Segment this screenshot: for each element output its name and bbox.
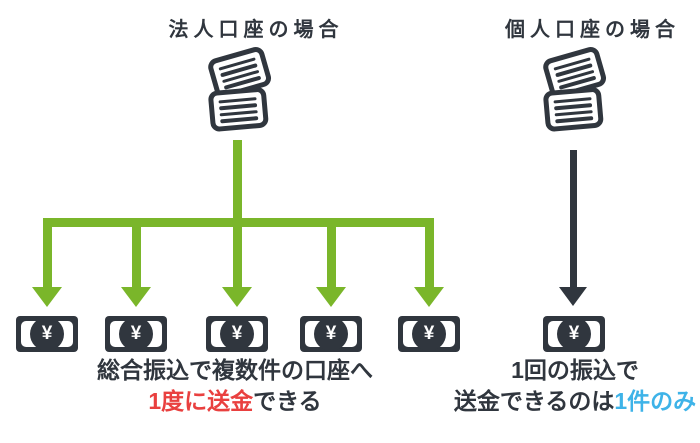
banknote-yen-icon: ¥ [206, 316, 268, 352]
right-caption-highlight-blue: 1件のみ [614, 388, 697, 414]
document-text-line [553, 96, 592, 104]
green-arrow-stem [233, 140, 242, 288]
green-arrowhead-icon [222, 287, 252, 307]
document-page [207, 86, 270, 133]
receipt-document-icon [204, 44, 280, 138]
banknote-yen-icon: ¥ [105, 316, 167, 352]
green-arrow-branch [425, 218, 434, 288]
left-caption-line2-rest: できる [253, 388, 322, 414]
yen-symbol-circle: ¥ [560, 320, 588, 348]
document-rotation-wrap [533, 44, 622, 144]
right-caption: 1回の振込で 送金できるのは1件のみ [445, 355, 700, 417]
yen-symbol-circle: ¥ [122, 320, 150, 348]
document-text-line [555, 116, 594, 123]
right-caption-line2: 送金できるのは1件のみ [445, 386, 700, 417]
right-caption-line1-text: 1回の振込で [511, 357, 639, 383]
left-caption-line1-text: 総合振込で複数件の口座へ [97, 357, 373, 383]
document-text-line [219, 103, 258, 110]
banknote-yen-icon: ¥ [16, 316, 78, 352]
green-arrow-horizontal-bar [43, 218, 434, 227]
yen-symbol-circle: ¥ [415, 320, 443, 348]
green-arrowhead-icon [316, 287, 346, 307]
document-rotation-wrap [198, 44, 287, 144]
green-arrow-branch [43, 218, 52, 288]
left-caption-line1: 総合振込で複数件の口座へ [55, 355, 415, 386]
yen-symbol-circle: ¥ [33, 320, 61, 348]
left-column-title: 法人口座の場合 [168, 19, 344, 41]
dark-arrow-stem [570, 150, 577, 288]
right-caption-line1: 1回の振込で [445, 355, 700, 386]
green-arrow-branch [132, 218, 141, 288]
dark-arrowhead-icon [559, 287, 587, 306]
document-text-line [218, 96, 257, 104]
left-caption-line2: 1度に送金できる [55, 386, 415, 417]
yen-symbol-circle: ¥ [317, 320, 345, 348]
document-page [542, 86, 605, 133]
receipt-document-icon [539, 44, 615, 138]
document-text-line [219, 109, 258, 117]
right-column-title: 個人口座の場合 [505, 19, 680, 41]
green-arrow-branch [327, 218, 336, 288]
left-caption-highlight-red: 1度に送金 [148, 388, 254, 414]
document-text-line [220, 116, 259, 123]
banknote-yen-icon: ¥ [398, 316, 460, 352]
green-arrowhead-icon [414, 287, 444, 307]
banknote-yen-icon: ¥ [300, 316, 362, 352]
document-text-line [554, 109, 593, 117]
yen-symbol-circle: ¥ [223, 320, 251, 348]
document-text-line [554, 103, 593, 110]
green-arrowhead-icon [121, 287, 151, 307]
left-caption: 総合振込で複数件の口座へ 1度に送金できる [55, 355, 415, 417]
right-caption-line2-start: 送金できるのは [453, 388, 615, 414]
banknote-yen-icon: ¥ [543, 316, 605, 352]
green-arrowhead-icon [32, 287, 62, 307]
